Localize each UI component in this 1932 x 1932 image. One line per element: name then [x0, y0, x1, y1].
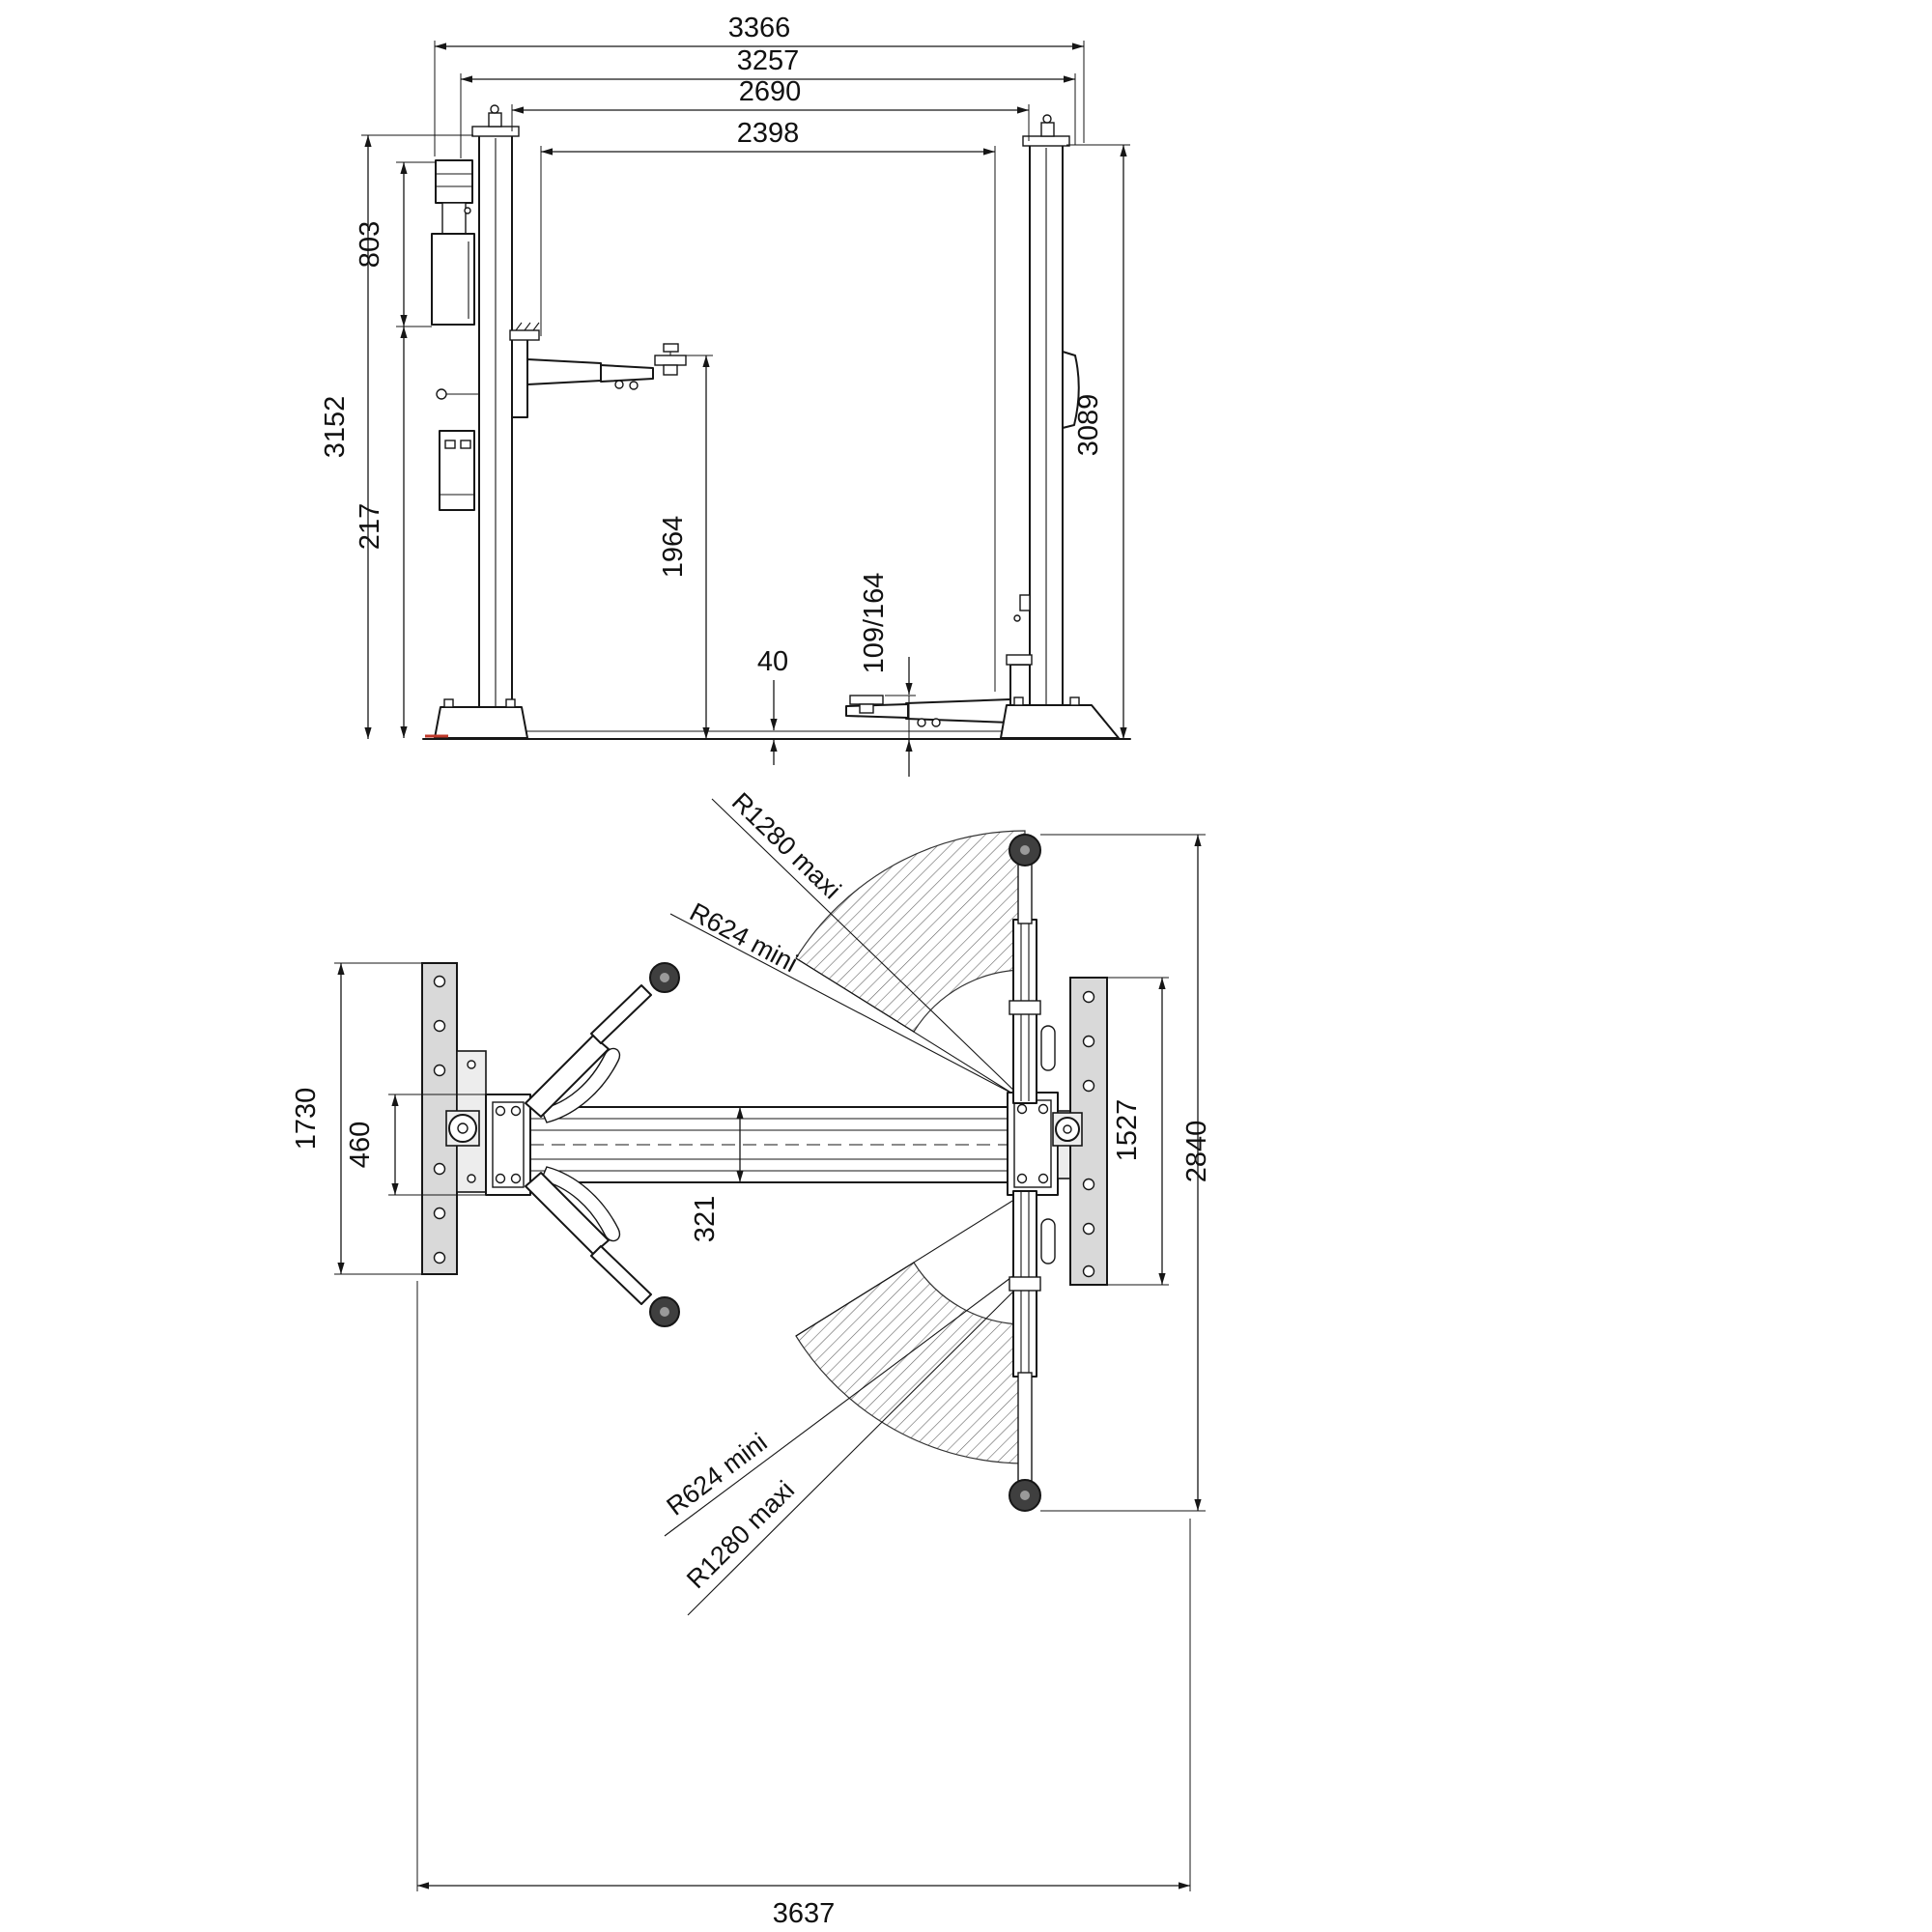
dim-3152: 3152: [320, 134, 473, 739]
dim-1964-label: 1964: [658, 516, 689, 579]
dim-321-label: 321: [690, 1196, 721, 1242]
dim-109-164: 109/164: [859, 573, 916, 777]
dim-3257: 3257: [460, 45, 1076, 158]
leader-r624-top: [669, 913, 1015, 1095]
dim-803-label: 803: [355, 221, 385, 268]
plan-view: R1280 maxi R624 mini R624 mini R1280 max…: [291, 787, 1212, 1929]
release-handle: [1062, 351, 1080, 429]
dim-40-label: 40: [757, 646, 788, 677]
right-base: [1000, 704, 1120, 739]
power-unit: [431, 159, 475, 326]
center-beam: [529, 1106, 1009, 1183]
front-view: 3366 3257 2690 2398 3152: [320, 13, 1131, 777]
dim-40: 40: [757, 646, 788, 765]
dim-2398: 2398: [540, 118, 996, 692]
dim-2840-label: 2840: [1181, 1121, 1212, 1183]
left-arms: [525, 962, 680, 1327]
dim-2398-label: 2398: [737, 118, 800, 149]
leader-r1280-bottom: [687, 1284, 1021, 1616]
dim-1730-label: 1730: [291, 1088, 322, 1151]
right-column: [845, 114, 1120, 739]
dim-460: 460: [345, 1094, 486, 1196]
left-arm-raised: [509, 322, 687, 418]
dim-1730: 1730: [291, 962, 422, 1275]
dim-217-label: 217: [355, 503, 385, 550]
dim-2690-label: 2690: [739, 76, 802, 107]
dim-2840: 2840: [1040, 834, 1212, 1512]
arc-label-r1280-top: R1280 maxi: [726, 787, 846, 905]
right-base-plate: [1052, 977, 1108, 1286]
dim-3152-label: 3152: [320, 396, 351, 459]
leader-r1280-top: [711, 798, 1021, 1097]
swing-sector-bottom: [795, 1262, 1026, 1464]
dim-460-label: 460: [345, 1122, 376, 1168]
dim-321: 321: [690, 1106, 753, 1242]
dim-1527: 1527: [1107, 977, 1169, 1286]
swing-sector-top: [795, 830, 1026, 1033]
left-carriage: [445, 1094, 531, 1196]
dim-3366: 3366: [434, 13, 1085, 156]
dim-3257-label: 3257: [737, 45, 800, 76]
dim-3637-label: 3637: [773, 1898, 836, 1929]
dim-3089-label: 3089: [1073, 394, 1104, 457]
arc-label-r624-top: R624 mini: [685, 897, 802, 979]
dim-1964: 1964: [658, 355, 713, 739]
dim-1527-label: 1527: [1112, 1099, 1143, 1162]
dim-109-164-label: 109/164: [859, 573, 890, 674]
leader-r624-bottom: [664, 1274, 1015, 1537]
right-arms: [1009, 834, 1056, 1512]
left-column: [425, 104, 687, 739]
left-base: [434, 706, 528, 739]
dim-2690: 2690: [511, 76, 1030, 141]
dim-3637: 3637: [416, 1281, 1191, 1929]
control-box: [436, 388, 479, 511]
dim-803: 803: [355, 161, 436, 327]
dim-217: 217: [355, 327, 408, 738]
right-carriage: [1007, 1092, 1071, 1196]
dim-3089: 3089: [1066, 144, 1130, 739]
dim-3366-label: 3366: [728, 13, 791, 43]
